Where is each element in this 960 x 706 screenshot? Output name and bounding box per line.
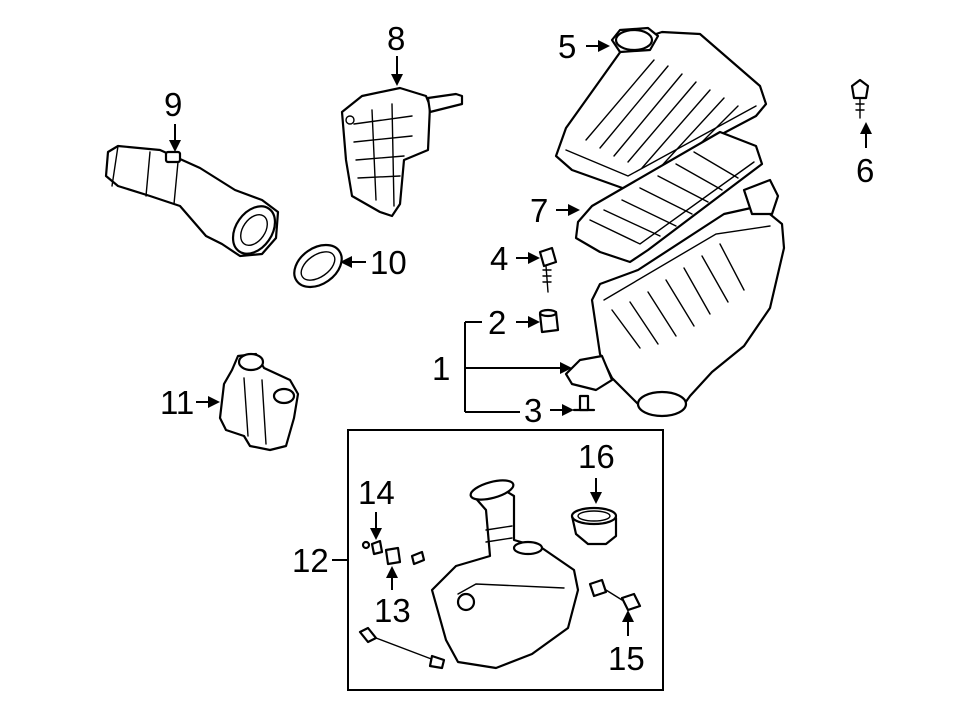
arrow-2 — [528, 316, 540, 328]
part-11-resonator — [218, 352, 300, 452]
arrow-9 — [169, 140, 181, 152]
arrow-14 — [370, 528, 382, 540]
callout-1: 1 — [432, 350, 450, 387]
callout-9: 9 — [164, 86, 182, 123]
arrow-5 — [598, 40, 610, 52]
part-16-cap — [570, 506, 618, 546]
arrow-3 — [562, 404, 574, 416]
callout-11: 11 — [160, 384, 194, 421]
callout-12: 12 — [292, 542, 329, 579]
callout-8: 8 — [387, 20, 405, 57]
callout-15: 15 — [608, 640, 645, 677]
arrow-16 — [590, 492, 602, 504]
callout-16: 16 — [578, 438, 615, 475]
arrow-10 — [340, 256, 352, 268]
arrow-8 — [391, 74, 403, 86]
washer-rod — [358, 626, 446, 670]
callout-10: 10 — [370, 244, 407, 281]
arrow-4 — [528, 252, 540, 264]
callout-2: 2 — [488, 304, 506, 341]
callout-13: 13 — [374, 592, 411, 629]
callout-7: 7 — [530, 192, 548, 229]
part-1-air-cleaner-housing — [564, 178, 786, 418]
part-10-gasket — [293, 243, 343, 289]
leader-1 — [464, 321, 566, 413]
part-6-bolt — [850, 78, 870, 119]
part-12-washer-reservoir — [430, 479, 580, 670]
callout-5: 5 — [558, 28, 576, 65]
arrow-15 — [622, 610, 634, 622]
callout-14: 14 — [358, 474, 395, 511]
arrow-13 — [386, 566, 398, 578]
callout-6: 6 — [856, 152, 874, 189]
part-3-clip — [572, 394, 596, 412]
part-2-grommet — [538, 308, 560, 334]
arrow-11 — [208, 396, 220, 408]
part-13-pump — [384, 546, 426, 566]
part-15-connector — [588, 578, 642, 612]
part-7-filter-element — [574, 130, 764, 264]
part-9-intake-duct — [104, 144, 280, 258]
arrow-1 — [560, 362, 572, 374]
part-4-bolt — [538, 246, 558, 293]
arrow-7 — [568, 204, 580, 216]
callout-4: 4 — [490, 240, 508, 277]
callout-3: 3 — [524, 392, 542, 429]
part-14-plug — [361, 539, 384, 556]
part-8-bracket — [340, 86, 464, 218]
part-5-air-cleaner-lid — [554, 26, 768, 192]
arrow-6 — [860, 122, 872, 134]
